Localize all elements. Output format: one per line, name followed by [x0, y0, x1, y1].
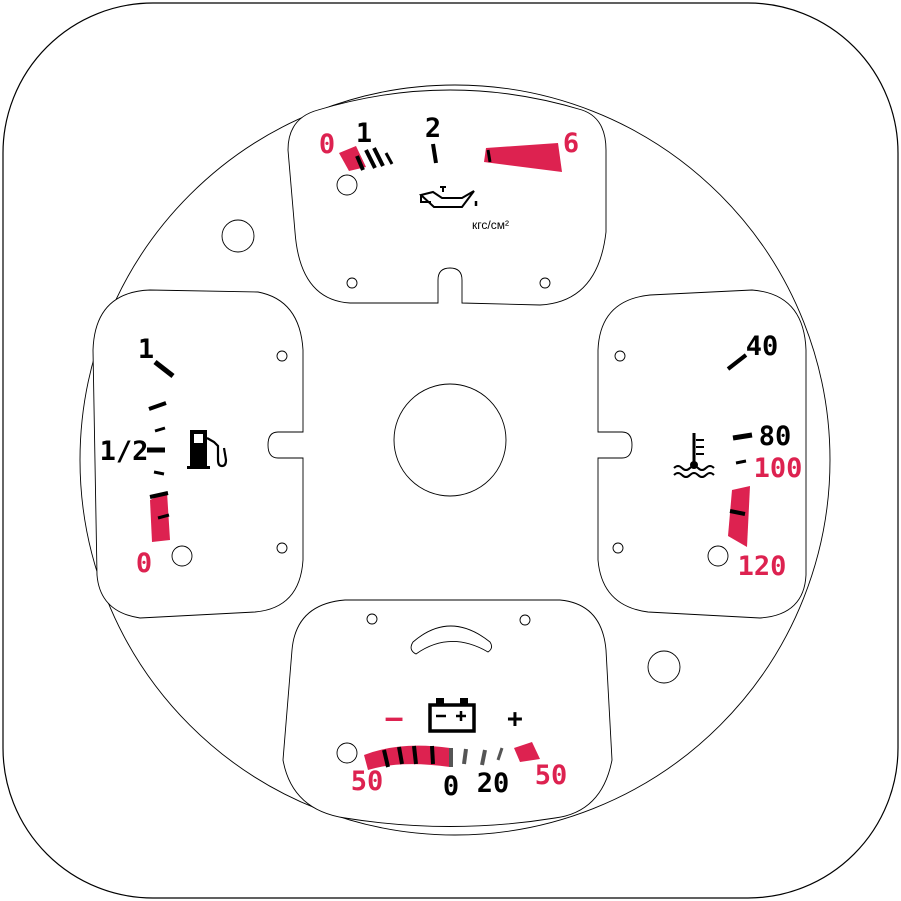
temp-panel-hole-large: [707, 545, 729, 567]
oil-can-icon: [418, 186, 478, 208]
oil-pressure-gauge: 0 1 2 6 кгс/см²: [287, 89, 607, 306]
fuel-tick-3-4: [148, 401, 167, 411]
ammeter-charge-red-zone: [514, 742, 540, 762]
ammeter-label-plus-50: 50: [535, 760, 568, 791]
ammeter-tick-10: [430, 745, 435, 765]
ammeter-tick-plus-20: [480, 749, 487, 766]
fuel-pump-icon: [187, 430, 228, 469]
oil-tick-0: [355, 155, 365, 171]
oil-panel-hole-large: [336, 174, 358, 196]
fuel-tick-1-4: [149, 491, 169, 499]
fuel-panel-hole-large: [171, 545, 193, 567]
ammeter-label-plus-20: 20: [477, 768, 510, 799]
temp-tick-90: [735, 459, 747, 465]
oil-tick-1-5: [384, 152, 394, 165]
ammeter-crescent-slot: [410, 625, 493, 655]
temp-label-40: 40: [746, 331, 779, 362]
oil-label-0: 0: [319, 129, 335, 160]
temp-tick-80: [732, 432, 753, 441]
temp-label-120: 120: [738, 551, 787, 582]
fuel-gauge: 1 1/2 0: [92, 289, 304, 619]
ammeter-plus-sign: +: [507, 704, 523, 734]
ammeter-label-minus-50: 50: [351, 766, 384, 797]
fuel-panel-screw-top: [276, 350, 288, 362]
oil-tick-1: [372, 147, 385, 167]
ammeter-tick-plus-10: [462, 748, 468, 765]
ammeter-minus-sign: –: [386, 701, 403, 734]
fuel-label-half: 1/2: [100, 436, 149, 467]
coolant-temperature-icon: [673, 433, 715, 478]
fuel-tick-5-8: [154, 426, 166, 433]
ammeter-panel-hole-large: [336, 742, 358, 764]
oil-tick-5: [486, 149, 492, 163]
oil-panel-screw-left: [346, 277, 358, 289]
temp-tick-110: [729, 509, 746, 516]
fuel-tick-3-8: [153, 470, 165, 476]
fuel-tick-1-8: [157, 513, 170, 520]
temp-panel-screw-top: [614, 350, 626, 362]
oil-unit-label: кгс/см²: [472, 218, 509, 232]
temp-panel-screw-bottom: [612, 542, 624, 554]
ammeter-label-0: 0: [443, 771, 459, 802]
ammeter-panel-screw-left: [366, 613, 378, 625]
oil-label-2: 2: [425, 113, 441, 144]
oil-panel-screw-right: [539, 277, 551, 289]
mounting-hole-upper-left: [221, 219, 255, 253]
oil-tick-0-5: [364, 149, 377, 169]
oil-high-pressure-red-zone: [484, 143, 562, 172]
oil-tick-2: [431, 143, 438, 164]
ammeter-tick-30: [397, 746, 404, 765]
battery-icon: [428, 698, 476, 733]
coolant-temperature-gauge: 40 80 100 120: [597, 289, 807, 619]
ammeter-tick-40: [382, 749, 390, 768]
temp-tick-40: [726, 353, 748, 371]
center-spindle-hole: [393, 383, 507, 497]
fuel-tick-full: [153, 360, 175, 378]
temp-label-80: 80: [759, 421, 792, 452]
ammeter-tick-plus-30: [496, 747, 504, 761]
ammeter-gauge: – + 50 0 20 50: [282, 599, 613, 827]
temp-hot-red-zone: [728, 486, 750, 547]
temp-label-100: 100: [754, 453, 803, 484]
fuel-panel-screw-bottom: [276, 542, 288, 554]
fuel-label-empty: 0: [136, 548, 152, 579]
oil-label-1: 1: [356, 118, 372, 149]
ammeter-tick-20: [412, 745, 418, 765]
mounting-hole-lower-right: [647, 650, 681, 684]
oil-label-6: 6: [563, 128, 579, 159]
fuel-label-full: 1: [138, 334, 154, 365]
ammeter-panel-screw-right: [519, 614, 531, 626]
